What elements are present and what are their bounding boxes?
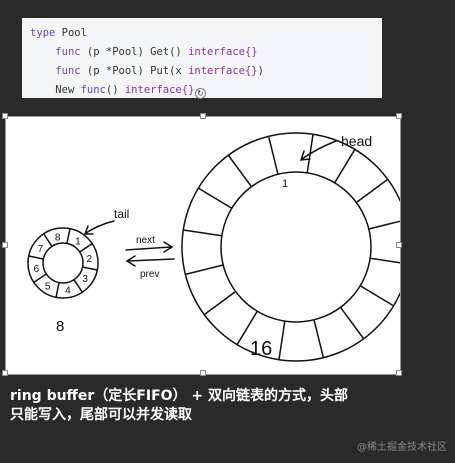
rotate-handle-icon[interactable]: ↻ xyxy=(195,88,206,99)
head-label: head xyxy=(341,133,372,149)
caption: ring buffer（定长FIFO） + 双向链表的方式，头部 只能写入，尾部… xyxy=(10,387,400,425)
code-line-2: func (p *Pool) Get() interface{} xyxy=(30,43,374,62)
large-ring-outer xyxy=(181,132,411,362)
code-keyword: func xyxy=(80,84,106,96)
ring-spoke xyxy=(27,255,45,260)
code-type: interface{} xyxy=(188,46,258,58)
resize-handle[interactable] xyxy=(396,370,402,376)
code-type: interface{} xyxy=(124,84,195,96)
small-ring-spokes xyxy=(27,227,99,299)
small-ring-slot-number: 4 xyxy=(65,286,71,297)
small-ring-slot-number: 1 xyxy=(75,237,81,248)
ring-spoke xyxy=(55,281,60,299)
caption-line-1: ring buffer（定长FIFO） + 双向链表的方式，头部 xyxy=(10,388,349,404)
code-keyword: type xyxy=(30,27,56,39)
watermark: @稀土掘金技术社区 xyxy=(357,442,447,453)
ring-spoke xyxy=(203,290,237,316)
ring-spoke xyxy=(313,319,325,359)
small-ring-slot-number: 8 xyxy=(55,232,61,243)
large-ring-inner xyxy=(220,171,372,323)
code-text: ) xyxy=(257,65,264,77)
small-ring-slot-number: 7 xyxy=(38,244,44,255)
ring-spoke xyxy=(78,242,93,253)
ring-spoke xyxy=(278,320,286,361)
caption-line-2: 只能写入，尾部可以并发读取 xyxy=(10,407,192,423)
ring-spoke xyxy=(66,227,71,245)
tail-label: tail xyxy=(114,207,129,221)
ring-spoke xyxy=(182,229,223,237)
ring-spoke xyxy=(333,148,356,184)
large-ring-spokes xyxy=(182,133,410,361)
resize-handle[interactable] xyxy=(2,370,8,376)
ring-spoke xyxy=(227,154,253,188)
resize-handle[interactable] xyxy=(396,242,402,248)
small-ring-count: 8 xyxy=(56,318,64,335)
small-ring-slot-number: 2 xyxy=(87,254,93,265)
code-text: (p *Pool) Get() xyxy=(80,46,189,58)
ring-spoke xyxy=(359,284,395,307)
code-line-3: func (p *Pool) Put(x interface{}) xyxy=(30,62,374,81)
resize-handle[interactable] xyxy=(2,242,8,248)
ring-spoke xyxy=(368,218,408,230)
ring-spoke xyxy=(355,178,389,204)
resize-handle[interactable] xyxy=(200,113,206,119)
code-line-4: New func() interface{} xyxy=(30,81,374,100)
ring-spoke xyxy=(267,135,279,175)
code-type: interface{} xyxy=(188,65,258,77)
small-ring-inner xyxy=(42,242,84,284)
code-line-1: type Pool xyxy=(30,24,374,43)
next-label: next xyxy=(136,235,155,246)
next-arrow xyxy=(125,241,174,253)
prev-arrow xyxy=(125,255,175,267)
ring-spoke xyxy=(184,264,224,276)
large-ring-first-slot: 1 xyxy=(282,178,288,190)
small-ring-outer xyxy=(27,227,99,299)
resize-handle[interactable] xyxy=(200,370,206,376)
ring-spoke xyxy=(369,257,410,265)
resize-handle[interactable] xyxy=(2,113,8,119)
code-text: (p *Pool) Put(x xyxy=(80,65,189,77)
code-text: () xyxy=(105,84,125,96)
head-arrow xyxy=(299,140,337,161)
resize-handle[interactable] xyxy=(396,113,402,119)
ring-spoke xyxy=(42,233,53,248)
code-text: Pool xyxy=(55,27,87,39)
small-ring-slot-number: 5 xyxy=(45,281,51,292)
ring-spoke xyxy=(81,266,99,271)
code-keyword: func xyxy=(55,65,81,77)
ring-spoke xyxy=(33,273,48,284)
code-snippet: type Pool func (p *Pool) Get() interface… xyxy=(22,18,382,98)
small-ring-slot-number: 6 xyxy=(33,264,39,275)
tail-arrow xyxy=(83,220,115,235)
ring-spoke xyxy=(197,187,233,210)
small-ring-slot-number: 3 xyxy=(82,274,88,285)
ring-spoke xyxy=(236,310,259,346)
prev-label: prev xyxy=(140,269,159,280)
code-text: New xyxy=(55,84,81,96)
ring-spoke xyxy=(339,306,365,340)
code-keyword: func xyxy=(55,46,81,58)
ring-spoke xyxy=(73,278,84,293)
large-ring-count: 16 xyxy=(250,338,272,360)
